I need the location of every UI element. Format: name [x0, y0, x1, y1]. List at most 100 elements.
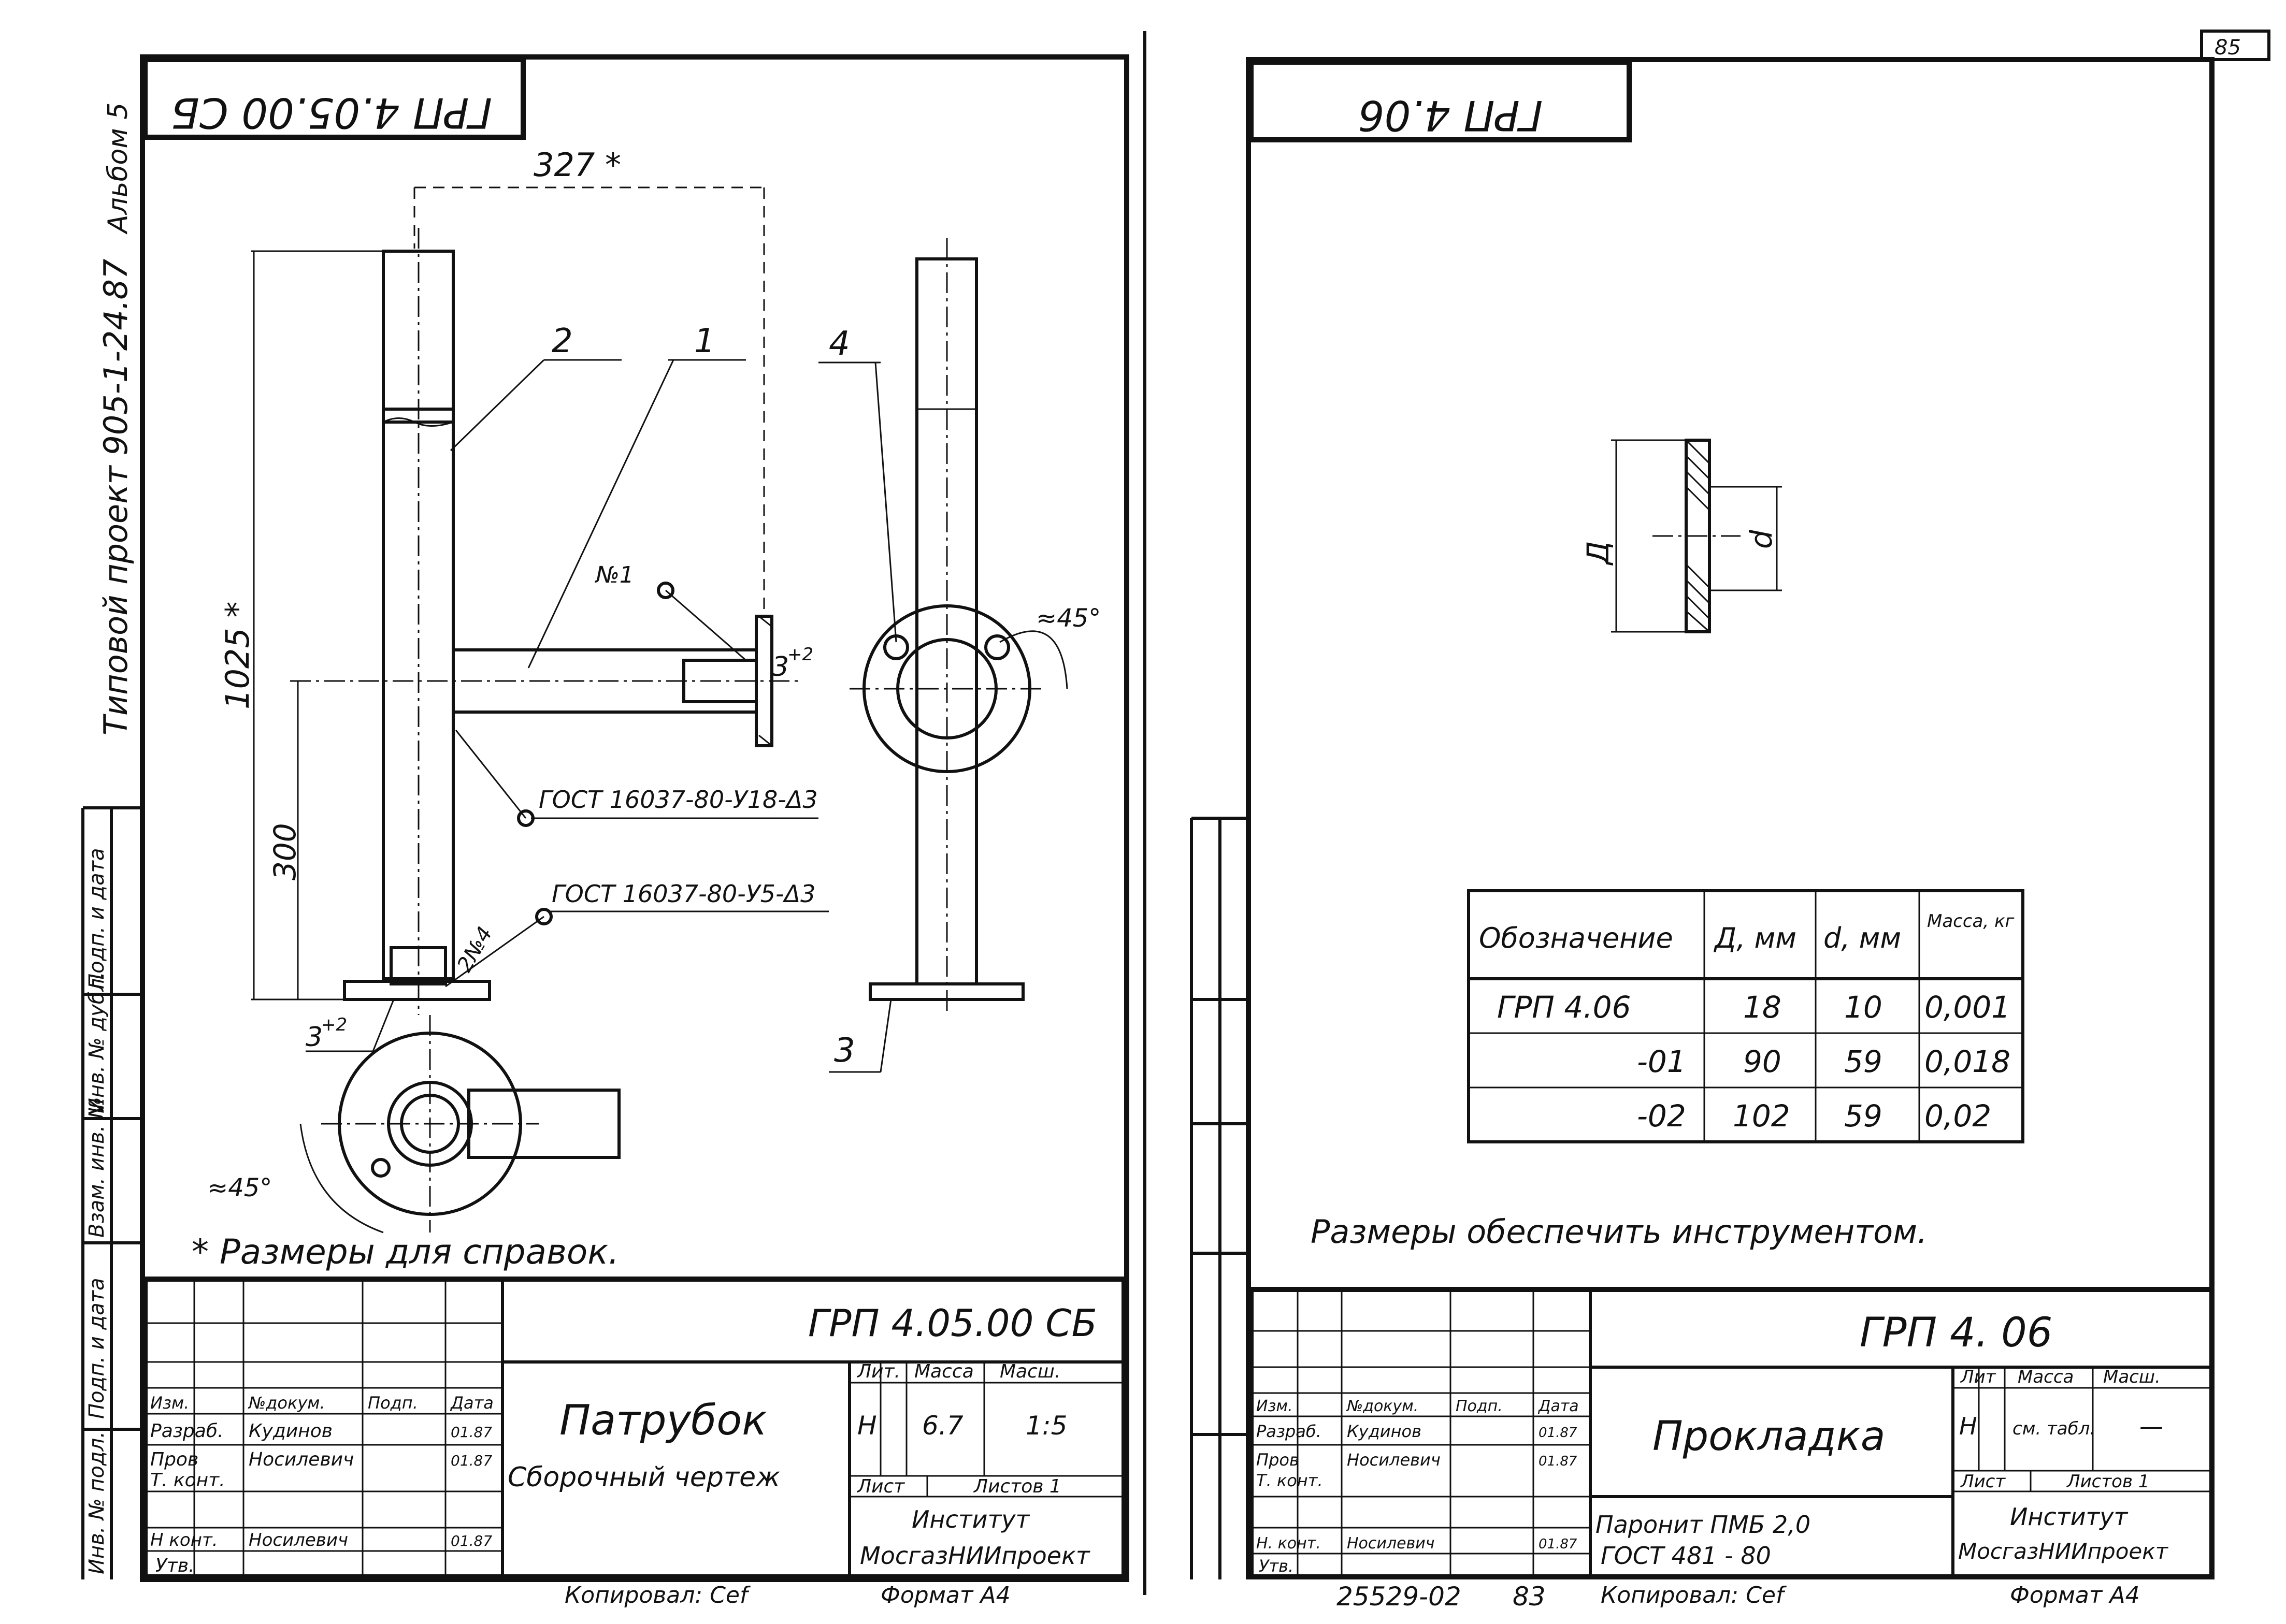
left-title-subtitle: Сборочный чертеж [508, 1462, 780, 1493]
weld-2-standard: ГОСТ 16037-80-У5-Δ3 [552, 880, 815, 908]
gasket-section: Д d [1580, 439, 1782, 633]
table-header-designation: Обозначение [1479, 922, 1673, 954]
left-footer-copied: Копировал: Cef [565, 1582, 751, 1608]
dim-327-label: 327 * [534, 146, 621, 184]
right-header-date: Дата [1537, 1397, 1579, 1415]
left-header-izm: Изм. [150, 1393, 189, 1413]
left-row-ncontrol-name: Носилевич [249, 1530, 348, 1550]
left-header-sign: Подп. [368, 1393, 418, 1413]
position-4: 4 [829, 325, 850, 363]
pipe-plan-view: ≈45° [207, 1015, 621, 1234]
pipe-front-view [290, 228, 798, 1015]
left-sheet-label: Лист [856, 1476, 905, 1497]
weld-gap-2-tol: +2 [321, 1014, 347, 1035]
right-title-code: ГРП 4. 06 [1860, 1310, 2052, 1356]
table-row-2-designation: -01 [1637, 1044, 1686, 1079]
right-row-develop-date: 01.87 [1539, 1425, 1577, 1441]
right-row-develop-name: Кудинов [1347, 1422, 1421, 1441]
right-footer-format: Формат А4 [2010, 1582, 2140, 1608]
left-lit-value: Н [857, 1411, 877, 1441]
right-scale-value: — [2139, 1412, 2163, 1440]
dim-1025: 1025 * [219, 250, 383, 1001]
right-org-line1: Институт [2010, 1503, 2128, 1531]
right-header-doc: №докум. [1346, 1397, 1418, 1415]
left-mass-value: 6.7 [922, 1411, 964, 1441]
right-scale-header: Масш. [2103, 1367, 2161, 1387]
left-mass-header: Масса [914, 1361, 974, 1382]
left-header-date: Дата [450, 1393, 494, 1413]
table-header-D: Д, мм [1714, 922, 1796, 954]
table-row-3-d: 59 [1844, 1098, 1882, 1134]
right-footer-number: 25529-02 [1336, 1582, 1461, 1612]
right-row-check-name: Носилевич [1347, 1450, 1441, 1470]
right-corner-code: ГРП 4.06 [1358, 91, 1543, 139]
left-sheet: ГРП 4.05.00 СБ Типовой проект 905-1-24.8… [81, 31, 1146, 1608]
gasket-table: Обозначение Д, мм d, мм Масса, кг ГРП 4.… [1467, 889, 2024, 1143]
weld-1-label: №1 [594, 562, 634, 588]
left-row-develop-date: 01.87 [451, 1424, 492, 1441]
dim-327: 327 * [413, 146, 765, 616]
right-row-ncontrol-name: Носилевич [1347, 1534, 1434, 1553]
right-row-develop: Разраб. [1256, 1422, 1321, 1441]
dim-1025-label: 1025 * [219, 602, 256, 710]
left-lit-header: Лит. [856, 1361, 900, 1382]
weld-leaders: №1 ГОСТ 16037-80-У18-Δ3 ГОСТ 16037-80-У5… [445, 562, 829, 988]
angle-top-label: ≈45° [1036, 604, 1101, 633]
right-title-block: ГРП 4. 06 Прокладка Паронит ПМБ 2,0 ГОСТ… [1248, 1287, 2215, 1579]
position-leaders: 2 1 4 3 [450, 322, 897, 1073]
table-row-1-mass: 0,001 [1924, 990, 2010, 1025]
right-lit-header: Лит [1960, 1367, 1996, 1387]
left-org-line2: МосгазНИИпроект [860, 1542, 1090, 1570]
position-3: 3 [834, 1032, 855, 1070]
pipe-side-view: ≈45° [850, 238, 1101, 1015]
left-row-develop: Разраб. [150, 1420, 223, 1442]
table-row-1-d: 10 [1844, 990, 1882, 1025]
right-material-line1: Паронит ПМБ 2,0 [1595, 1511, 1810, 1539]
table-row-2-D: 90 [1743, 1044, 1781, 1079]
right-row-check-date: 01.87 [1539, 1454, 1577, 1469]
right-note: Размеры обеспечить инструментом. [1311, 1213, 1928, 1251]
left-sheets-label: Листов 1 [973, 1476, 1061, 1497]
table-row-3-D: 102 [1733, 1098, 1790, 1134]
right-corner-code-box [1248, 60, 1632, 142]
weld-2-label: 2№4 [453, 923, 497, 976]
right-row-tcontrol: Т. конт. [1256, 1471, 1323, 1490]
left-corner-code: ГРП 4.05.00 СБ [171, 89, 492, 137]
table-header-mass: Масса, кг [1927, 911, 2015, 932]
weld-gap-1: 3 [772, 651, 789, 683]
left-row-tcontrol: Т. конт. [150, 1470, 225, 1491]
page-number: 85 [2215, 36, 2241, 60]
left-title-code: ГРП 4.05.00 СБ [808, 1301, 1097, 1345]
table-row-1-designation: ГРП 4.06 [1497, 990, 1631, 1025]
side-stamp-label-2: Инв. № дубл. [85, 972, 109, 1113]
left-row-approve: Утв. [155, 1555, 195, 1576]
right-sheet: 85 ГРП 4.06 Д d Обозначение [1190, 30, 2270, 1612]
position-2: 2 [552, 322, 573, 360]
right-row-ncontrol-date: 01.87 [1539, 1536, 1577, 1552]
table-row-2-d: 59 [1844, 1044, 1882, 1079]
left-title-block: ГРП 4.05.00 СБ Патрубок Сборочный чертеж… [142, 1277, 1127, 1579]
position-1: 1 [694, 322, 715, 360]
side-stamp-label-3: Взам. инв. № [85, 1097, 109, 1238]
table-row-3-mass: 0,02 [1924, 1098, 1991, 1134]
side-album-text: Альбом 5 [103, 103, 134, 235]
left-row-check-date: 01.87 [451, 1452, 492, 1469]
left-row-ncontrol: Н конт. [150, 1530, 218, 1550]
right-sheets-label: Листов 1 [2066, 1471, 2149, 1492]
side-project-text: Типовой проект 905-1-24.87 [97, 259, 135, 735]
right-org-line2: МосгазНИИпроект [1958, 1539, 2169, 1564]
right-frame [1246, 57, 2215, 1579]
weld-gap-1-tol: +2 [787, 644, 813, 665]
left-note: * Размеры для справок. [192, 1232, 619, 1272]
left-row-develop-name: Кудинов [249, 1420, 333, 1442]
right-sheet-label: Лист [1960, 1471, 2006, 1492]
left-corner-code-box [142, 57, 526, 140]
right-footer-year: 83 [1513, 1582, 1546, 1612]
side-stamp-label-4: Подп. и дата [85, 1278, 109, 1419]
table-header-d: d, мм [1823, 922, 1901, 954]
dim-D-label: Д [1580, 541, 1616, 566]
left-scale-value: 1:5 [1026, 1411, 1067, 1441]
dim-300-label: 300 [267, 823, 303, 880]
left-header-doc: №докум. [248, 1393, 325, 1413]
